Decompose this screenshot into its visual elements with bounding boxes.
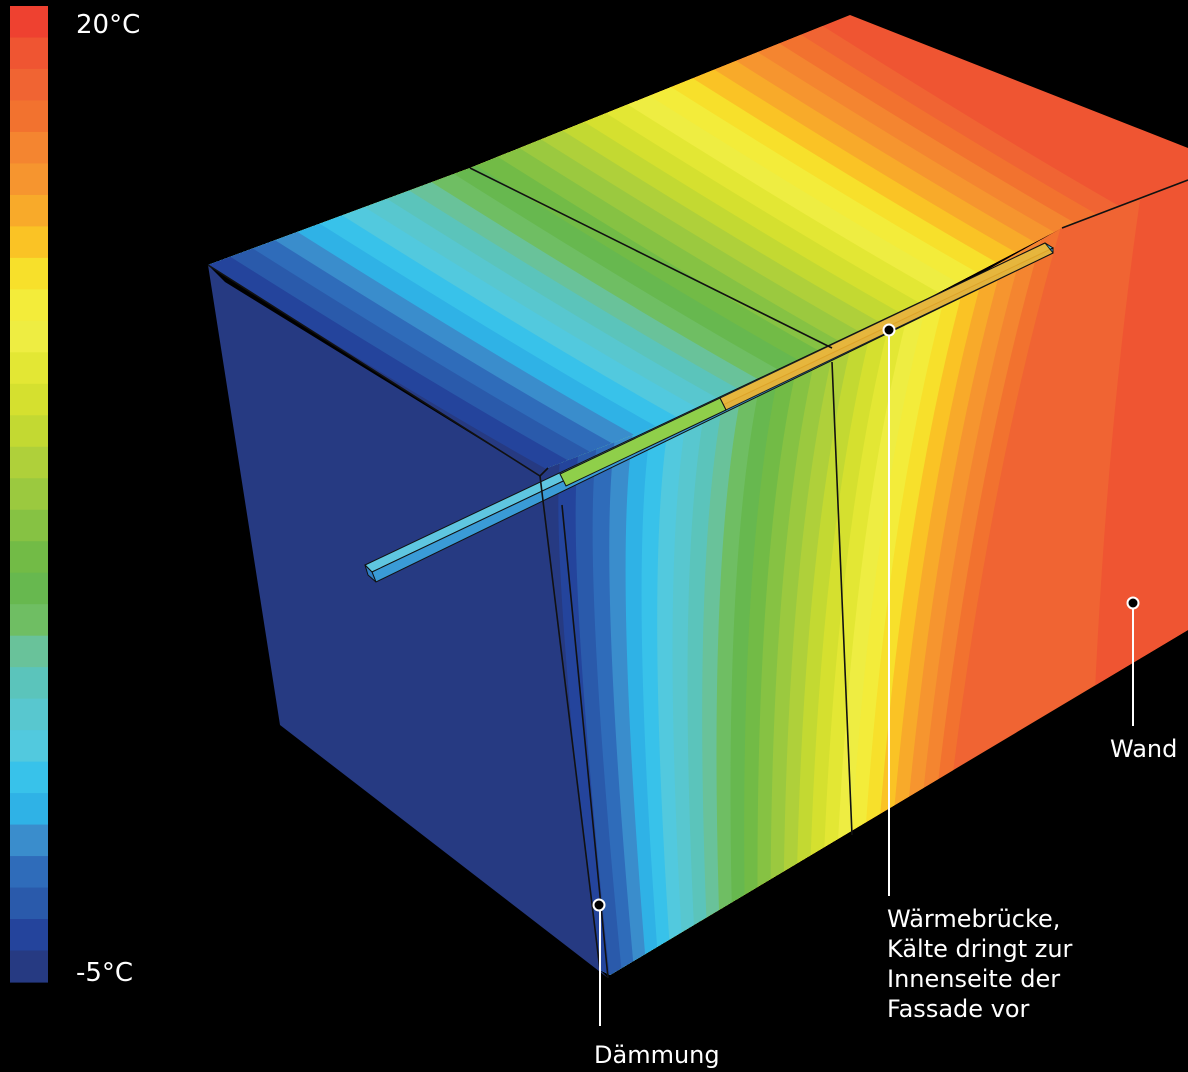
scale-max-label: 20°C — [76, 10, 141, 40]
top-face-temperature-bands — [208, 15, 1188, 476]
scale-swatch — [10, 824, 48, 857]
scale-swatch — [10, 950, 48, 983]
scale-swatch — [10, 856, 48, 889]
scale-swatch — [10, 667, 48, 700]
insulation-outer-face — [208, 265, 608, 978]
scale-swatch — [10, 320, 48, 353]
scale-swatch — [10, 226, 48, 259]
scale-min-label: -5°C — [76, 958, 134, 988]
scale-swatch — [10, 163, 48, 196]
beam-face — [364, 564, 377, 583]
scale-swatch — [10, 761, 48, 794]
scale-swatch — [10, 635, 48, 668]
temperature-color-scale — [10, 6, 48, 983]
wand-label: Wand — [1110, 735, 1178, 763]
scale-swatch — [10, 383, 48, 416]
bruecke-marker — [882, 323, 896, 337]
scale-swatch — [10, 194, 48, 227]
scale-swatch — [10, 793, 48, 826]
side-warm-band — [1095, 180, 1188, 690]
scale-swatch — [10, 352, 48, 385]
scale-swatch — [10, 289, 48, 322]
scale-swatch — [10, 100, 48, 133]
scale-swatch — [10, 730, 48, 763]
scale-swatch — [10, 541, 48, 574]
scale-swatch — [10, 446, 48, 479]
scale-swatch — [10, 131, 48, 165]
scale-swatch — [10, 415, 48, 448]
scale-swatch — [10, 887, 48, 920]
scale-swatch — [10, 604, 48, 637]
scale-swatch — [10, 478, 48, 511]
scale-swatch — [10, 257, 48, 290]
wand-marker — [1126, 596, 1140, 610]
waermebruecke-label: Wärmebrücke, Kälte dringt zur Innenseite… — [887, 904, 1072, 1024]
waermebruecke-line-3: Innenseite der — [887, 965, 1061, 993]
scale-swatch — [10, 698, 48, 731]
waermebruecke-line-1: Wärmebrücke, — [887, 905, 1061, 933]
daemmung-marker — [592, 898, 606, 912]
scale-swatch — [10, 68, 48, 102]
scale-swatch — [10, 37, 48, 70]
annotation-leaders — [592, 323, 1140, 1026]
waermebruecke-line-4: Fassade vor — [887, 995, 1030, 1023]
scale-swatch — [10, 572, 48, 605]
scale-swatch — [10, 6, 48, 39]
beam-mid-section — [559, 397, 727, 487]
daemmung-label: Dämmung — [594, 1041, 720, 1069]
scale-swatch — [10, 509, 48, 542]
scale-swatch — [10, 919, 48, 952]
waermebruecke-line-2: Kälte dringt zur — [887, 935, 1073, 963]
